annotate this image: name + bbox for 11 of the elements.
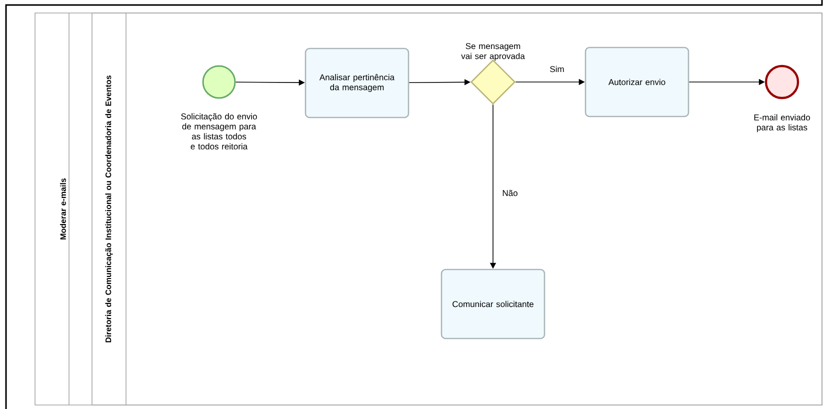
task-box: Analisar pertinência da mensagem — [304, 48, 410, 118]
end-event-circle — [764, 64, 800, 100]
task-box: Comunicar solicitante — [440, 268, 546, 340]
task-box: Autorizar envio — [584, 46, 690, 118]
event-label: Se mensagem vai ser aprovada — [461, 43, 525, 61]
event-label: E-mail enviado para as listas — [754, 114, 810, 132]
event-label: Solicitação do envio de mensagem para as listas todos e todos reitoria — [181, 113, 257, 150]
arrow — [408, 79, 470, 86]
edge-label: Não — [501, 188, 519, 198]
start-event-circle — [202, 65, 236, 99]
edge-label: Sim — [548, 64, 566, 74]
